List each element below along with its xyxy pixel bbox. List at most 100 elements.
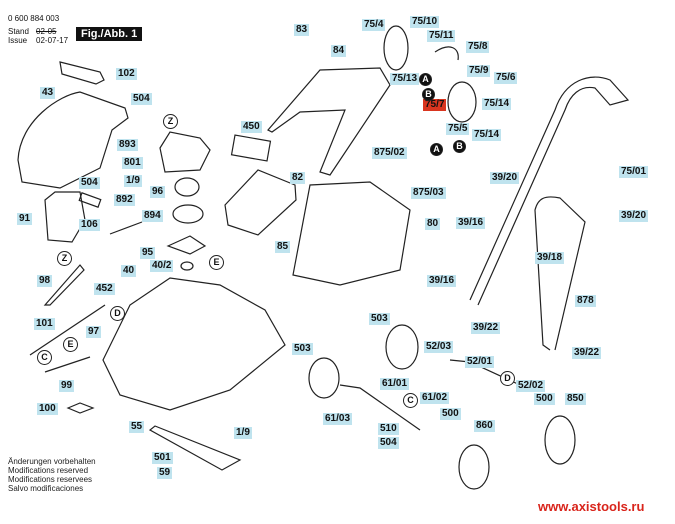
part-label[interactable]: 875/03 xyxy=(411,187,446,199)
part-label[interactable]: 75/6 xyxy=(494,72,518,84)
part-label[interactable]: 84 xyxy=(331,45,347,57)
issue-label: Issue xyxy=(8,36,28,45)
part-hood-cover xyxy=(17,91,129,189)
part-label[interactable]: 503 xyxy=(292,343,313,355)
part-label[interactable]: 75/11 xyxy=(427,30,456,42)
part-label[interactable]: 875/02 xyxy=(372,147,407,159)
part-mower-deck xyxy=(102,277,286,411)
part-label[interactable]: 850 xyxy=(565,393,586,405)
part-wheel-850 xyxy=(544,415,576,465)
part-label[interactable]: 893 xyxy=(117,139,138,151)
part-grass-box xyxy=(292,181,411,286)
part-label[interactable]: 98 xyxy=(37,275,53,287)
part-handle-grip xyxy=(59,61,105,85)
part-label[interactable]: 450 xyxy=(241,121,262,133)
part-label[interactable]: 75/01 xyxy=(619,166,649,178)
part-label[interactable]: 99 xyxy=(59,380,75,392)
part-flap-82 xyxy=(224,169,297,236)
part-label[interactable]: 503 xyxy=(369,313,390,325)
part-label[interactable]: 83 xyxy=(294,24,310,36)
part-upper-handle xyxy=(469,76,630,306)
part-label[interactable]: 75/14 xyxy=(472,129,502,141)
part-axle-61-01 xyxy=(339,384,421,431)
reference-letter-d: D xyxy=(110,306,125,321)
part-label[interactable]: 75/13 xyxy=(390,73,420,85)
part-label[interactable]: 101 xyxy=(34,318,55,330)
part-label[interactable]: 40/2 xyxy=(150,260,174,272)
part-100 xyxy=(66,402,95,414)
part-label[interactable]: 510 xyxy=(378,423,399,435)
part-75-4 xyxy=(383,25,409,71)
part-label[interactable]: 96 xyxy=(150,186,166,198)
part-motor xyxy=(159,131,211,173)
part-rod-892 xyxy=(109,221,143,235)
part-label[interactable]: 52/03 xyxy=(424,341,454,353)
part-label[interactable]: 504 xyxy=(131,93,152,105)
part-label[interactable]: 504 xyxy=(378,437,399,449)
part-label[interactable]: 75/5 xyxy=(446,123,470,135)
part-label[interactable]: 106 xyxy=(79,219,100,231)
part-label[interactable]: 500 xyxy=(440,408,461,420)
part-label[interactable]: 43 xyxy=(40,87,56,99)
part-label[interactable]: 860 xyxy=(474,420,495,432)
reference-letter-z: Z xyxy=(163,114,178,129)
modifications-note: Änderungen vorbehalten Modifications res… xyxy=(8,457,96,493)
part-belt xyxy=(166,235,207,255)
part-label[interactable]: 91 xyxy=(17,213,33,225)
part-label[interactable]: 52/02 xyxy=(516,380,546,392)
part-label[interactable]: 1/9 xyxy=(124,175,142,187)
part-label[interactable]: 82 xyxy=(290,172,306,184)
part-label[interactable]: 500 xyxy=(534,393,555,405)
figure-label: Fig./Abb. 1 xyxy=(76,27,143,41)
part-label[interactable]: 452 xyxy=(94,283,115,295)
part-label[interactable]: 52/01 xyxy=(465,356,495,368)
part-label[interactable]: 55 xyxy=(129,421,145,433)
reference-letter-a: A xyxy=(419,73,432,86)
part-label-selected[interactable]: 75/7 xyxy=(423,99,447,111)
part-label[interactable]: 75/8 xyxy=(466,41,490,53)
part-label[interactable]: 85 xyxy=(275,241,291,253)
part-label[interactable]: 102 xyxy=(116,68,137,80)
part-label[interactable]: 95 xyxy=(140,247,156,259)
part-label[interactable]: 40 xyxy=(121,265,137,277)
part-label[interactable]: 75/9 xyxy=(467,65,491,77)
part-label[interactable]: 97 xyxy=(86,326,102,338)
website-link[interactable]: www.axistools.ru xyxy=(538,499,645,514)
part-label[interactable]: 501 xyxy=(152,452,173,464)
part-label[interactable]: 801 xyxy=(122,157,143,169)
reference-letter-b: B xyxy=(453,140,466,153)
part-label[interactable]: 39/16 xyxy=(427,275,457,287)
part-label[interactable]: 75/14 xyxy=(482,98,512,110)
part-label[interactable]: 504 xyxy=(79,177,100,189)
note-line: Modifications reserved xyxy=(8,466,89,475)
part-label[interactable]: 75/4 xyxy=(362,19,386,31)
part-label[interactable]: 39/18 xyxy=(535,252,565,264)
part-label[interactable]: 61/02 xyxy=(420,392,450,404)
part-label[interactable]: 39/22 xyxy=(572,347,602,359)
part-grass-box-lid xyxy=(267,67,391,176)
part-label[interactable]: 39/20 xyxy=(490,172,520,184)
part-label[interactable]: 39/22 xyxy=(471,322,501,334)
part-label[interactable]: 61/03 xyxy=(323,413,353,425)
part-label[interactable]: 878 xyxy=(575,295,596,307)
part-label[interactable]: 894 xyxy=(142,210,163,222)
part-pulley xyxy=(172,204,204,224)
part-label[interactable]: 80 xyxy=(425,218,441,230)
part-label[interactable]: 39/16 xyxy=(456,217,486,229)
part-label[interactable]: 59 xyxy=(157,467,173,479)
part-label[interactable]: 39/20 xyxy=(619,210,649,222)
reference-letter-e: E xyxy=(63,337,78,352)
part-106 xyxy=(78,192,102,208)
part-number: 0 600 884 003 xyxy=(8,14,60,23)
part-label[interactable]: 61/01 xyxy=(380,378,410,390)
part-label[interactable]: 892 xyxy=(114,194,135,206)
part-bar-101 xyxy=(29,304,106,356)
part-label[interactable]: 75/10 xyxy=(410,16,440,28)
part-96 xyxy=(174,177,200,197)
part-wheel-860 xyxy=(458,444,490,490)
part-blade xyxy=(148,425,242,471)
reference-letter-d: D xyxy=(500,371,515,386)
part-label[interactable]: 1/9 xyxy=(234,427,252,439)
part-label[interactable]: 100 xyxy=(37,403,58,415)
